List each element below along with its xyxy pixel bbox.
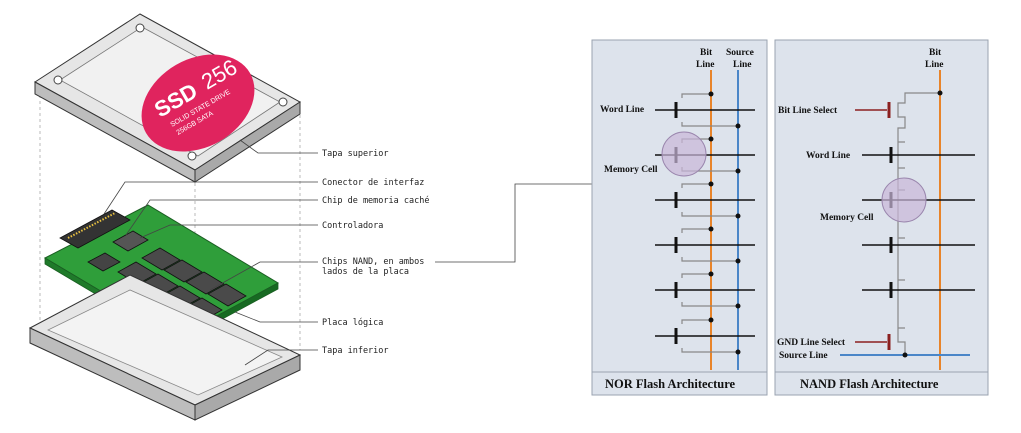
nand-source-line-label: Source Line — [779, 351, 828, 361]
bottom-cover — [28, 274, 302, 421]
label-nand-chips-2: lados de la placa — [322, 267, 409, 277]
nand-bit-line-label-2: Line — [925, 60, 943, 70]
ssd-label-sticker — [141, 54, 255, 152]
nand-memory-cell-highlight — [881, 177, 927, 223]
interface-connector — [59, 209, 131, 249]
ssd-exploded-view: SSD 256 SOLID STATE DRIVE 256GB SATA — [28, 13, 592, 421]
label-controller: Controladora — [322, 221, 383, 231]
label-cache-chip: Chip de memoria caché — [322, 195, 429, 206]
label-interface-connector: Conector de interfaz — [322, 178, 424, 188]
nand-bit-line-label-1: Bit — [929, 48, 942, 58]
nand-gnd-line-select-label: GND Line Select — [777, 338, 846, 348]
nor-source-line-label-2: Line — [733, 60, 751, 70]
top-cover: SSD 256 SOLID STATE DRIVE 256GB SATA — [34, 13, 301, 183]
nand-bit-line-select-label: Bit Line Select — [778, 106, 838, 116]
controller-chip — [87, 252, 121, 272]
label-nand-chips-1: Chips NAND, en ambos — [322, 257, 424, 267]
nor-flash-panel: Bit Line Source Line — [591, 39, 768, 396]
nand-title: NAND Flash Architecture — [800, 377, 939, 391]
nand-memory-cell-label: Memory Cell — [820, 213, 874, 223]
nor-bit-line-label-2: Line — [696, 60, 714, 70]
nor-word-line-label: Word Line — [600, 105, 644, 115]
nor-source-line-label-1: Source — [726, 48, 754, 58]
nor-title: NOR Flash Architecture — [605, 377, 736, 391]
label-top-cover: Tapa superior — [322, 149, 389, 159]
nand-word-line-label: Word Line — [806, 151, 850, 161]
nor-memory-cell-label: Memory Cell — [604, 165, 658, 175]
label-bottom-cover: Tapa inferior — [322, 346, 389, 356]
nor-memory-cell-highlight — [661, 131, 707, 177]
nand-flash-panel: Bit Line — [774, 39, 989, 396]
nor-bit-line-label-1: Bit — [700, 48, 713, 58]
label-logic-board: Placa lógica — [322, 317, 383, 328]
